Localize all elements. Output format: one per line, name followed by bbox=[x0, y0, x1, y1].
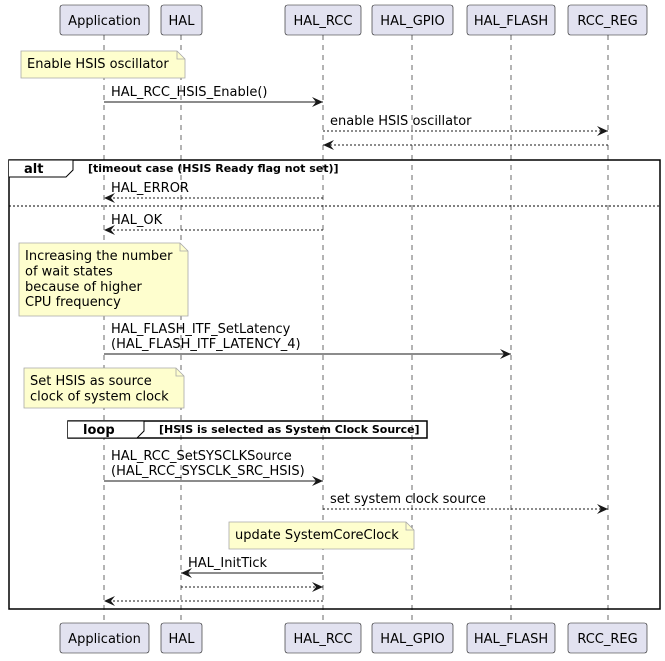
note-text-n2-2: because of higher bbox=[25, 280, 143, 295]
message-label-m6-0: HAL_FLASH_ITF_SetLatency bbox=[111, 322, 291, 337]
note-text-n2-1: of wait states bbox=[25, 264, 113, 279]
note-box-n1 bbox=[20, 50, 186, 79]
note-fold-n3 bbox=[175, 368, 184, 377]
message-label-m7-1: (HAL_RCC_SYSCLK_SRC_HSIS) bbox=[111, 464, 305, 479]
fragment-condition-alt: [timeout case (HSIS Ready flag not set)] bbox=[88, 162, 339, 175]
note-fold-n1 bbox=[176, 51, 185, 60]
participant-label-rcc-top: HAL_RCC bbox=[294, 14, 353, 29]
participant-box-rccreg-top bbox=[567, 4, 648, 36]
participant-box-gpio-bottom bbox=[371, 622, 454, 654]
participant-label-gpio-top: HAL_GPIO bbox=[380, 14, 444, 29]
fragment-keyword-loop: loop bbox=[83, 423, 115, 438]
message-label-m4-0: HAL_ERROR bbox=[111, 181, 189, 196]
participant-label-app-top: Application bbox=[68, 14, 141, 29]
fragment-tab-loop bbox=[68, 420, 145, 439]
participant-label-flash-bottom: HAL_FLASH bbox=[474, 632, 548, 647]
participant-label-hal-top: HAL bbox=[169, 14, 196, 29]
note-text-n2-0: Increasing the number bbox=[25, 249, 173, 264]
note-text-n3-0: Set HSIS as source bbox=[30, 374, 152, 389]
participant-box-rcc-top bbox=[284, 4, 362, 36]
participant-label-hal-bottom: HAL bbox=[169, 632, 196, 647]
participant-label-gpio-bottom: HAL_GPIO bbox=[380, 632, 444, 647]
fragment-keyword-alt: alt bbox=[24, 162, 43, 177]
participant-box-flash-bottom bbox=[466, 622, 556, 654]
participant-box-rccreg-bottom bbox=[567, 622, 648, 654]
participant-label-rccreg-bottom: RCC_REG bbox=[577, 632, 637, 647]
participant-box-hal-bottom bbox=[160, 622, 203, 654]
participant-label-flash-top: HAL_FLASH bbox=[474, 14, 548, 29]
fragment-condition-loop: [HSIS is selected as System Clock Source… bbox=[159, 423, 420, 436]
participant-box-app-top bbox=[59, 4, 150, 36]
fragment-frame-alt bbox=[8, 159, 661, 610]
participant-box-gpio-top bbox=[371, 4, 454, 36]
participant-label-app-bottom: Application bbox=[68, 632, 141, 647]
participant-box-hal-top bbox=[160, 4, 203, 36]
message-label-m9-0: HAL_InitTick bbox=[188, 556, 267, 571]
note-box-n2 bbox=[18, 242, 189, 317]
message-label-m7-0: HAL_RCC_SetSYSCLKSource bbox=[111, 449, 292, 464]
participant-box-flash-top bbox=[466, 4, 556, 36]
note-box-n3 bbox=[23, 367, 185, 409]
message-label-m1-0: HAL_RCC_HSIS_Enable() bbox=[111, 85, 268, 100]
participant-box-app-bottom bbox=[59, 622, 150, 654]
message-label-m8-0: set system clock source bbox=[330, 492, 486, 507]
message-label-m6-1: (HAL_FLASH_ITF_LATENCY_4) bbox=[111, 337, 301, 352]
note-text-n1-0: Enable HSIS oscillator bbox=[27, 57, 169, 72]
note-fold-n2 bbox=[179, 243, 188, 252]
note-fold-n4 bbox=[405, 522, 414, 531]
message-label-m5-0: HAL_OK bbox=[111, 213, 163, 228]
note-text-n2-3: CPU frequency bbox=[25, 295, 121, 310]
note-text-n4-0: update SystemCoreClock bbox=[235, 528, 399, 543]
participant-label-rcc-bottom: HAL_RCC bbox=[294, 632, 353, 647]
message-label-m2-0: enable HSIS oscillator bbox=[330, 114, 472, 129]
note-box-n4 bbox=[228, 521, 415, 550]
participant-label-rccreg-top: RCC_REG bbox=[577, 14, 637, 29]
fragment-tab-alt bbox=[9, 159, 74, 178]
participant-box-rcc-bottom bbox=[284, 622, 362, 654]
note-text-n3-1: clock of system clock bbox=[30, 389, 169, 404]
